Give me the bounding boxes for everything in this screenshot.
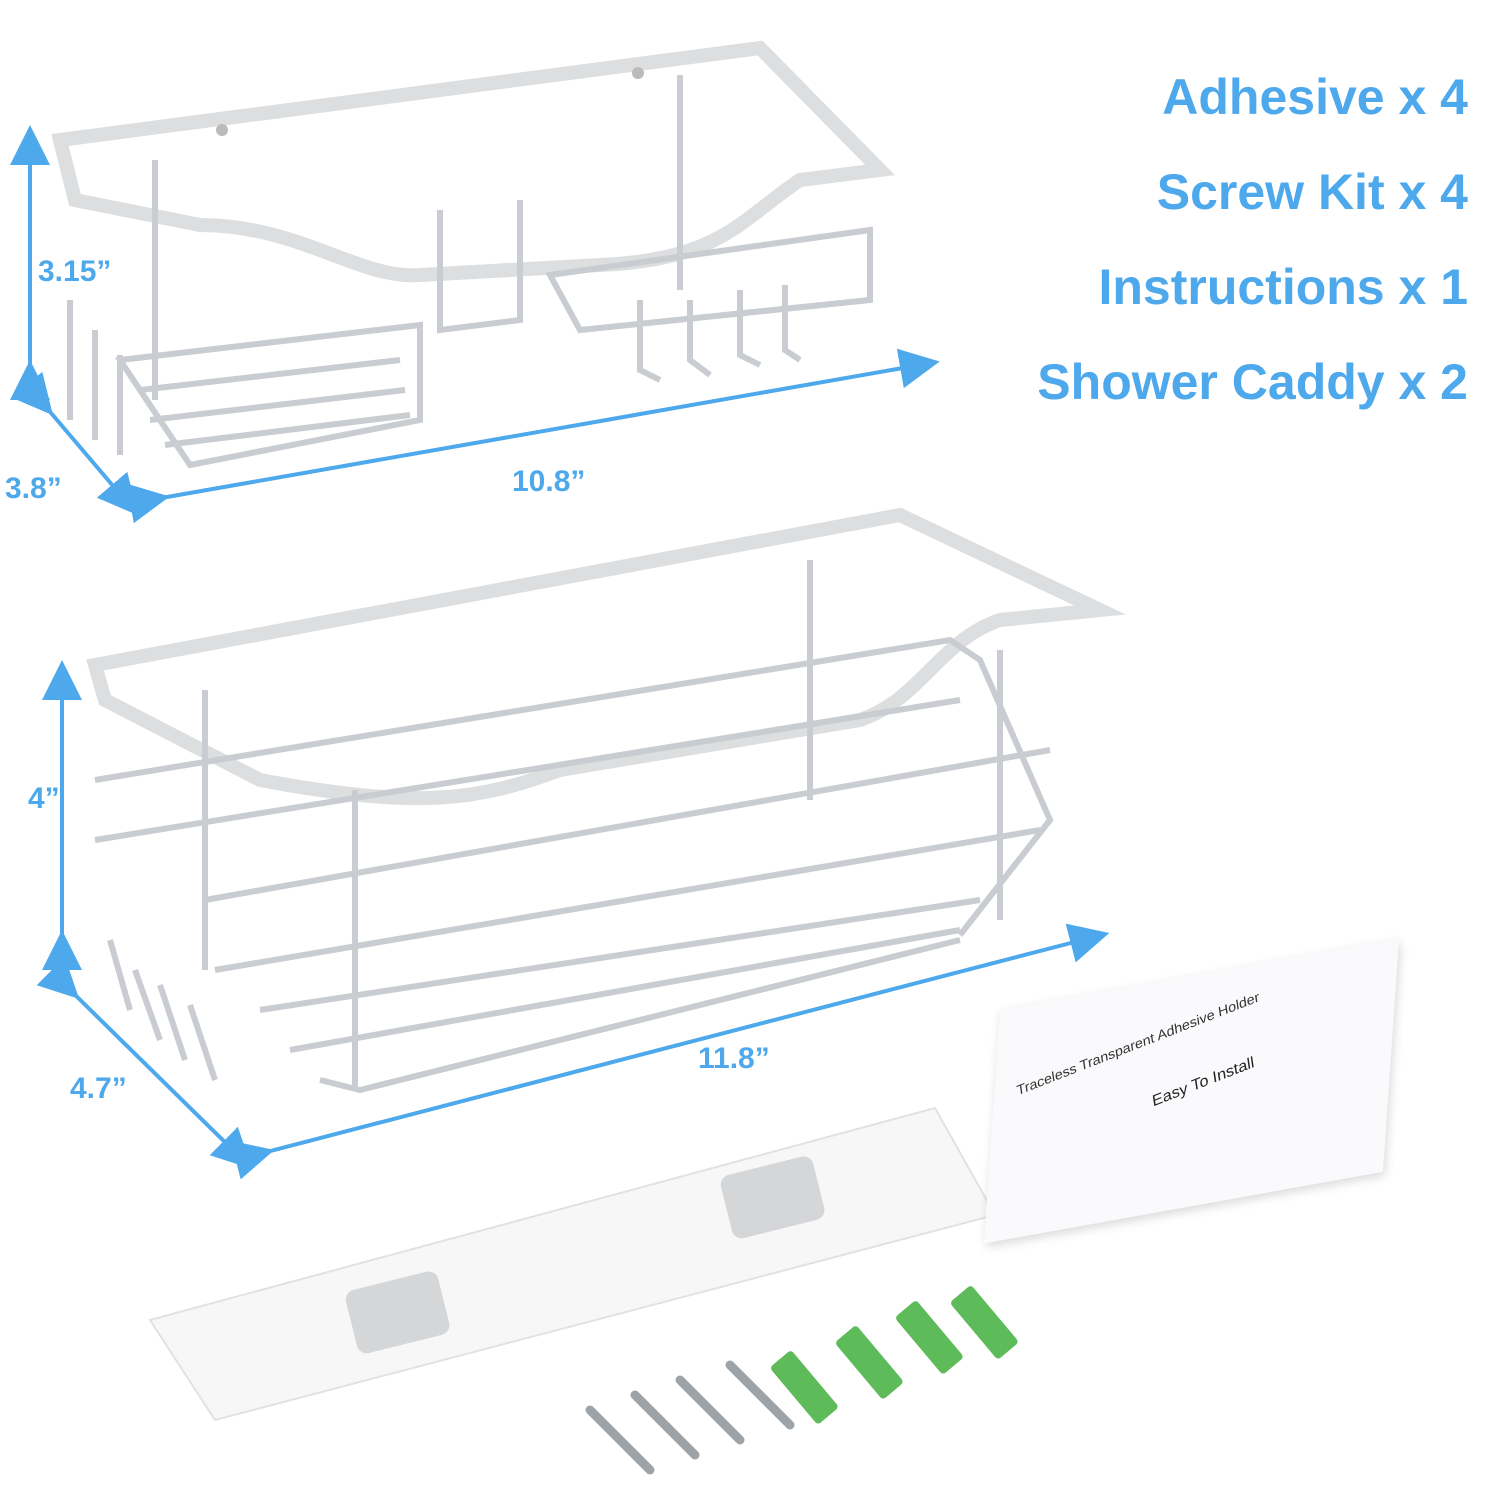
small-caddy-height: 3.15” — [38, 255, 112, 288]
instructions-heading: Easy To Install — [1151, 1054, 1256, 1111]
contents-item-screw-kit: Screw Kit x 4 — [1156, 164, 1468, 220]
small-caddy-width: 10.8” — [512, 465, 586, 498]
adhesive-plate — [148, 1106, 997, 1422]
screws — [585, 1360, 795, 1475]
large-caddy-height: 4” — [28, 782, 60, 815]
package-contents-list: Adhesive x 4 Screw Kit x 4 Instructions … — [1037, 62, 1468, 442]
large-shower-caddy — [86, 507, 1126, 1094]
large-caddy-width: 11.8” — [698, 1042, 770, 1075]
large-caddy-depth: 4.7” — [70, 1072, 127, 1105]
dimension-arrows — [10, 125, 1110, 1180]
contents-item-shower-caddy: Shower Caddy x 2 — [1037, 354, 1468, 410]
wall-anchors — [771, 1286, 1018, 1424]
contents-item-adhesive: Adhesive x 4 — [1162, 69, 1468, 125]
contents-item-instructions: Instructions x 1 — [1098, 259, 1468, 315]
small-caddy-depth: 3.8” — [5, 472, 62, 505]
small-shower-caddy — [51, 40, 895, 469]
